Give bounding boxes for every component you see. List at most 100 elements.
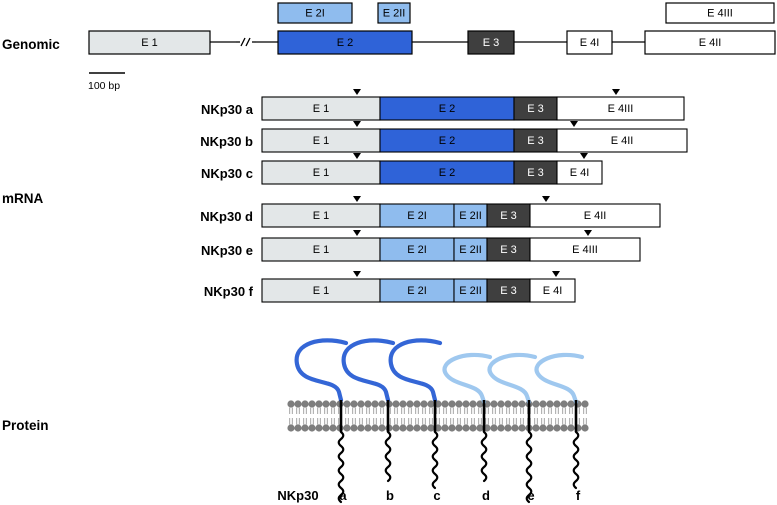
mrna-exon-e1: E 1 <box>261 160 381 185</box>
mrna-exon-label: E 2I <box>407 285 427 297</box>
start-codon-marker-icon <box>353 121 361 127</box>
genomic-exon-e2: E 2 <box>277 30 413 55</box>
transcript-nkp30-c: NKp30 c E 1 E 2 E 3 E 4I <box>201 153 603 185</box>
mrna-exon-label: E 1 <box>313 285 330 297</box>
stop-codon-marker-icon <box>580 153 588 159</box>
mrna-exon-e2: E 2 <box>379 96 515 121</box>
genomic-section-label: Genomic <box>2 37 60 52</box>
transcript-label: NKp30 b <box>200 134 253 149</box>
transcript-label: NKp30 c <box>201 166 253 181</box>
ig-domain-light <box>487 352 538 405</box>
genomic-exon-label: E 1 <box>141 37 158 49</box>
isoform-label-c: c <box>433 488 440 503</box>
cytoplasmic-tail <box>480 430 488 483</box>
mrna-exon-label: E 1 <box>313 210 330 222</box>
mrna-exon-label: E 3 <box>500 285 517 297</box>
start-codon-marker-icon <box>353 153 361 159</box>
genomic-exon-e3: E 3 <box>467 30 515 55</box>
mrna-exon-label: E 2 <box>439 135 456 147</box>
transcript-label: NKp30 f <box>204 284 254 299</box>
mrna-exon-label: E 2 <box>439 167 456 179</box>
genomic-exon-e4ii: E 4II <box>644 30 776 55</box>
genomic-exon-e1: E 1 <box>88 30 211 55</box>
ig-domain-dark <box>294 338 349 403</box>
mrna-exon-e2ii: E 2II <box>453 203 488 228</box>
mrna-exon-e1: E 1 <box>261 237 381 262</box>
isoform-label-d: d <box>482 488 490 503</box>
mrna-exon-label: E 2I <box>407 210 427 222</box>
mrna-exon-label: E 4II <box>611 135 634 147</box>
mrna-exon-label: E 1 <box>313 135 330 147</box>
mrna-exon-e3: E 3 <box>486 203 531 228</box>
genomic-exon-e2i: E 2I <box>277 2 353 24</box>
isoform-label-f: f <box>576 488 581 503</box>
mrna-exon-label: E 4II <box>584 210 607 222</box>
stop-codon-marker-icon <box>612 89 620 95</box>
mrna-exon-label: E 2I <box>407 244 427 256</box>
mrna-exon-label: E 1 <box>313 244 330 256</box>
mrna-exon-label: E 3 <box>527 167 544 179</box>
start-codon-marker-icon <box>353 271 361 277</box>
scale-bar-label: 100 bp <box>88 80 120 92</box>
genomic-exon-label: E 4III <box>707 8 733 20</box>
receptor-d <box>442 352 493 483</box>
isoform-label-e: e <box>527 488 534 503</box>
mrna-exon-e4ii: E 4II <box>556 128 688 153</box>
cytoplasmic-tail <box>525 430 533 504</box>
mrna-exon-label: E 2II <box>459 210 482 222</box>
mrna-exon-label: E 2II <box>459 285 482 297</box>
genomic-exon-e2ii: E 2II <box>377 2 411 24</box>
transcript-nkp30-f: NKp30 f E 1 E 2I E 2II E 3 E 4I <box>204 271 576 303</box>
stop-codon-marker-icon <box>542 196 550 202</box>
genomic-exon-label: E 4I <box>580 37 600 49</box>
genomic-exon-e4iii: E 4III <box>665 2 775 24</box>
mrna-exon-e3: E 3 <box>513 128 558 153</box>
protein-prefix-label: NKp30 <box>277 488 318 503</box>
receptor-a <box>294 338 349 504</box>
receptor-f <box>534 352 585 490</box>
mrna-exon-e2i: E 2I <box>379 278 455 303</box>
mrna-exon-label: E 4I <box>570 167 590 179</box>
mrna-exon-e1: E 1 <box>261 128 381 153</box>
ig-domain-light <box>442 352 493 405</box>
cytoplasmic-tail <box>337 430 345 504</box>
transcript-nkp30-b: NKp30 b E 1 E 2 E 3 E 4II <box>200 121 688 153</box>
start-codon-marker-icon <box>353 89 361 95</box>
mrna-exon-e2i: E 2I <box>379 203 455 228</box>
transcript-label: NKp30 d <box>200 209 253 224</box>
genomic-exon-label: E 2I <box>305 8 325 20</box>
mrna-exon-e2: E 2 <box>379 128 515 153</box>
mrna-exon-label: E 4III <box>608 103 634 115</box>
mrna-exon-label: E 3 <box>527 135 544 147</box>
intron-break-icon <box>236 34 256 50</box>
genomic-exon-label: E 2 <box>337 37 354 49</box>
mrna-exon-e2i: E 2I <box>379 237 455 262</box>
mrna-exon-label: E 1 <box>313 167 330 179</box>
mrna-exon-e4ii: E 4II <box>529 203 661 228</box>
mrna-exon-label: E 4I <box>543 285 563 297</box>
mrna-exon-label: E 3 <box>527 103 544 115</box>
mrna-exon-e4i: E 4I <box>556 160 603 185</box>
mrna-exon-label: E 3 <box>500 210 517 222</box>
mrna-exon-e3: E 3 <box>486 237 531 262</box>
mrna-exon-e4iii: E 4III <box>529 237 641 262</box>
mrna-exon-e3: E 3 <box>513 96 558 121</box>
transcript-label: NKp30 a <box>201 102 254 117</box>
receptor-c <box>388 338 443 490</box>
transcript-label: NKp30 e <box>201 243 253 258</box>
mrna-exon-label: E 2II <box>459 244 482 256</box>
ig-domain-dark <box>341 338 396 403</box>
isoform-label-a: a <box>339 488 347 503</box>
mrna-section-label: mRNA <box>2 191 44 206</box>
mrna-exon-e3: E 3 <box>486 278 531 303</box>
mrna-exon-e3: E 3 <box>513 160 558 185</box>
cell-membrane <box>287 400 589 432</box>
mrna-exon-e1: E 1 <box>261 203 381 228</box>
mrna-exon-e2: E 2 <box>379 160 515 185</box>
cytoplasmic-tail <box>572 430 580 490</box>
stop-codon-marker-icon <box>570 121 578 127</box>
